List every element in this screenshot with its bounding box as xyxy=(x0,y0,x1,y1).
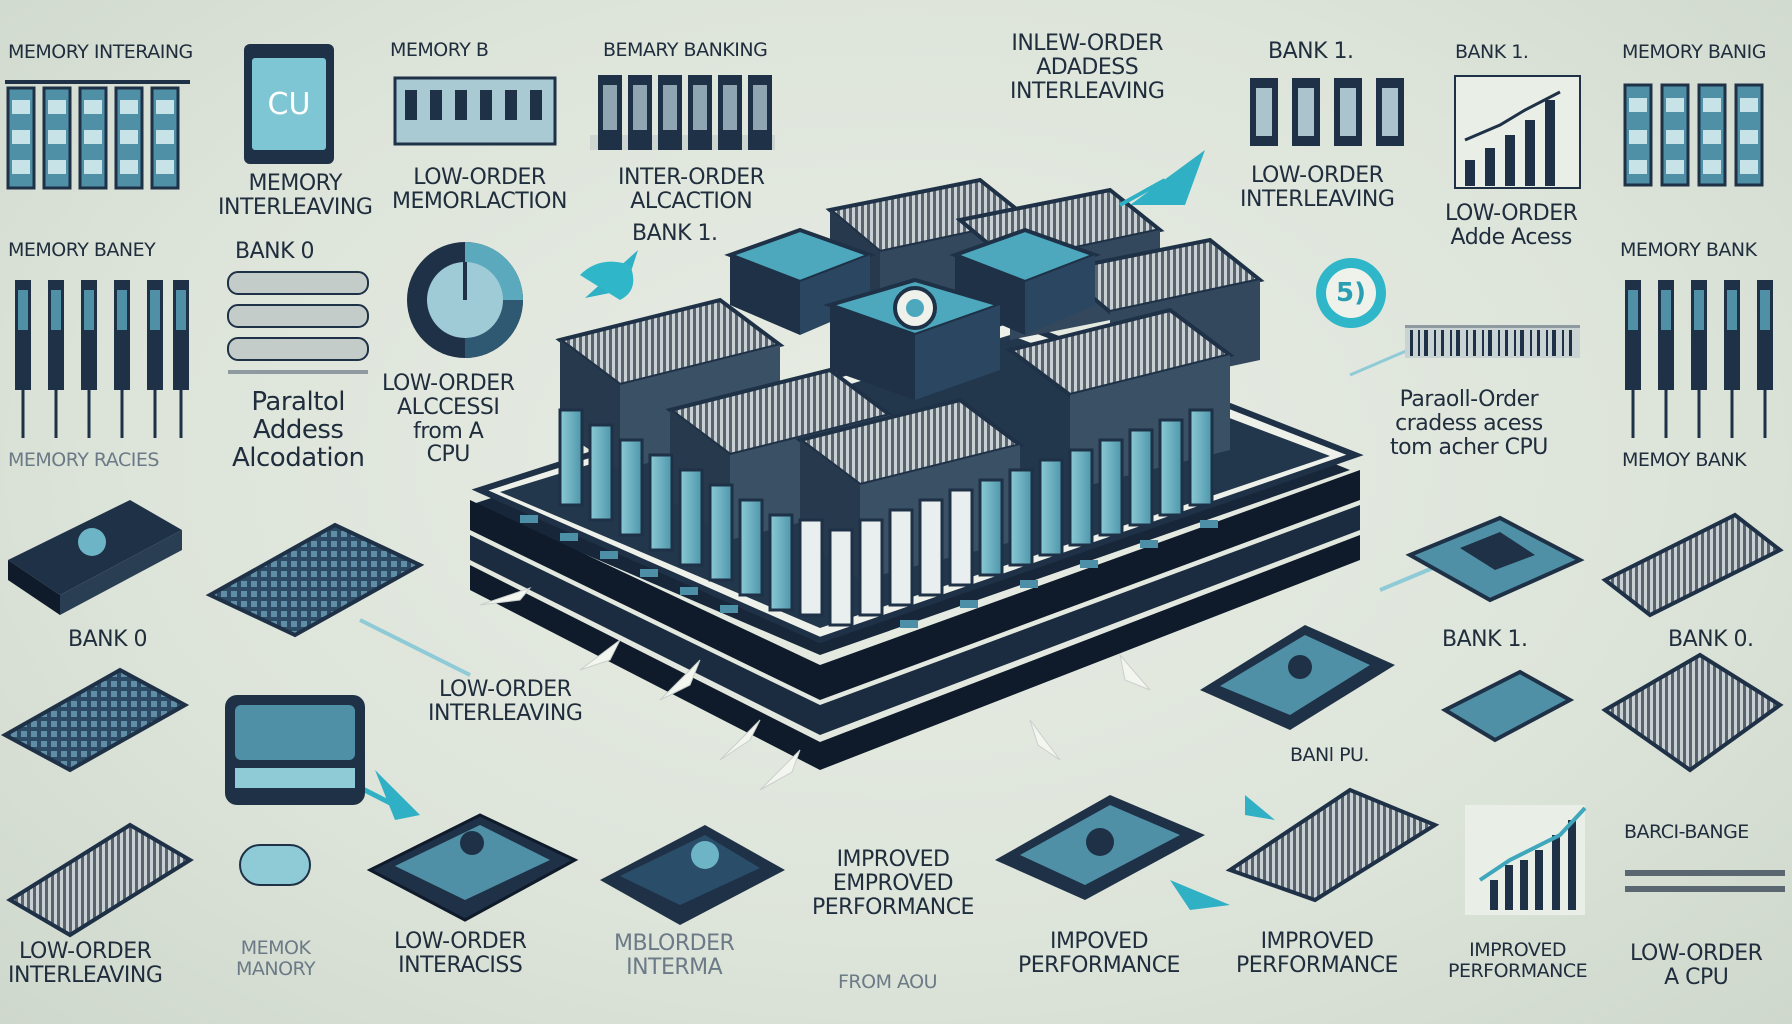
memory-fins xyxy=(558,408,1214,627)
label-bank-1-top-right: BANK 1. xyxy=(1455,41,1529,63)
top-left-memory-bars xyxy=(5,80,190,190)
label-inlew-order-title: INLEW-ORDER ADADESS INTERLEAVING xyxy=(1010,31,1165,104)
memory-banig-sticks xyxy=(1623,83,1764,187)
label-memory-bank-right: MEMORY BANK xyxy=(1620,239,1757,261)
label-bank-1-top: BANK 1. xyxy=(1268,39,1354,64)
label-parall-order: Paraoll-Order cradess acess tom acher CP… xyxy=(1390,387,1548,460)
label-bank-1-center: BANK 1. xyxy=(632,221,718,246)
gauge xyxy=(407,242,523,358)
label-low-order-from-cpu: LOW-ORDER ALCCESSI from A CPU xyxy=(382,371,515,468)
bar-chart-top-right xyxy=(1454,75,1581,189)
label-barci-bange: BARCI-BANGE xyxy=(1624,821,1749,843)
label-memory-baney: MEMORY BANEY xyxy=(8,239,156,261)
label-banl-pu: BANl PU. xyxy=(1290,744,1369,766)
label-inter-order-alacation: INTER-ORDER ALCACTION xyxy=(618,165,765,214)
label-memory-interaing: MEMORY INTERAING xyxy=(8,41,193,63)
bank1-sticks-top xyxy=(1250,78,1404,146)
bemary-banking-sticks xyxy=(590,75,775,150)
label-impoved-performance: IMPOVED PERFORMANCE xyxy=(1018,929,1180,978)
label-improved-performance: IMPROVED PERFORMANCE xyxy=(1236,929,1398,978)
label-memory-banig: MEMORY BANIG xyxy=(1622,41,1766,63)
label-memoy-bank: MEMOY BANK xyxy=(1622,449,1747,471)
label-from-aou: FROM AOU xyxy=(838,971,938,993)
data-pointers xyxy=(479,586,1151,791)
label-mblorder-interma: MBLORDER INTERMA xyxy=(614,931,735,980)
step-badge-number: 5) xyxy=(1326,268,1376,318)
peripheral-modules xyxy=(0,261,1785,938)
label-bemary-banking: BEMARY BANKING xyxy=(603,39,768,61)
barcode xyxy=(1405,325,1580,358)
label-improved-performance-small: IMPROVED PERFORMANCE xyxy=(1448,939,1588,982)
label-bank-1-mid-right: BANK 1. xyxy=(1442,627,1528,652)
step-badge: 5) xyxy=(1316,258,1386,328)
label-low-order-interleaving-top: LOW-ORDER INTERLEAVING xyxy=(1240,163,1395,212)
label-bank-0-left: BANK 0 xyxy=(235,239,315,264)
label-memory-b: MEMORY B xyxy=(390,39,489,61)
memory-b-sticks xyxy=(393,76,557,146)
label-memory-interleaving-left: MEMORY INTERLEAVING xyxy=(218,171,373,220)
cpu-label: CU xyxy=(267,86,311,122)
bank0-address-pills xyxy=(227,271,369,374)
label-memok-manory: MEMOK MANORY xyxy=(236,937,316,980)
memory-baney-rack xyxy=(15,280,189,438)
cpu-screen: CU xyxy=(252,58,326,150)
label-memory-racies: MEMORY RACIES xyxy=(8,449,159,471)
memory-bank-rack-right xyxy=(1625,280,1773,438)
cpu-unit: CU xyxy=(244,44,334,164)
label-paraltol-address: Paraltol Addess Alcodation xyxy=(232,387,365,474)
central-memory-array xyxy=(470,177,1364,791)
label-low-order-a-cpu: LOW-ORDER A CPU xyxy=(1630,941,1763,990)
label-low-order-adde-access: LOW-ORDER Adde Acess xyxy=(1445,201,1578,250)
label-improved-emproved: IMPROVED EMPROVED PERFORMANCE xyxy=(812,847,974,920)
label-low-order-interleaving-center: LOW-ORDER INTERLEAVING xyxy=(428,677,583,726)
label-bank-0-mid-left: BANK 0 xyxy=(68,627,148,652)
label-bank-0-far-right: BANK 0. xyxy=(1668,627,1754,652)
controller-chips xyxy=(724,227,1101,400)
label-low-order-memorlaction: LOW-ORDER MEMORLACTION xyxy=(392,165,567,214)
label-low-order-interleaving-bottom-left: LOW-ORDER INTERLEAVING xyxy=(8,939,163,988)
label-low-order-interaccess: LOW-ORDER INTERACISS xyxy=(394,929,527,978)
